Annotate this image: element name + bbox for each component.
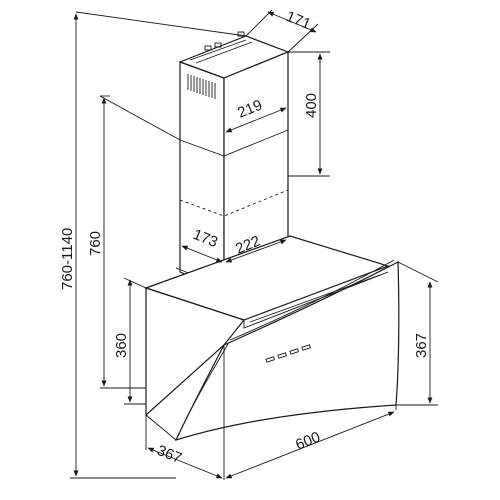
glass-left-edge — [177, 343, 229, 437]
dimension-lines — [70, 9, 439, 480]
control-button-3 — [289, 348, 299, 355]
chimney-joint-upper — [179, 129, 289, 157]
hood-body — [144, 235, 400, 441]
dim-label-400: 400 — [303, 93, 320, 118]
control-button-4 — [301, 344, 311, 351]
glass-top-edge — [229, 259, 395, 341]
dim-label-760-1140: 760-1140 — [59, 228, 76, 290]
chimney-vent-slots — [187, 74, 216, 99]
dim-label-600: 600 — [293, 429, 323, 454]
hood-top-inner — [249, 274, 381, 323]
dim-label-360: 360 — [113, 333, 130, 358]
hood-bottom-edge — [145, 414, 177, 441]
chimney-left-face — [179, 61, 225, 291]
dim-label-367-right: 367 — [413, 333, 430, 358]
control-button-1 — [265, 356, 275, 363]
control-buttons — [265, 344, 311, 363]
chimney-overlap-dashed — [179, 189, 289, 217]
chimney-top-vents — [189, 31, 253, 64]
dim-label-367-bottom: 367 — [155, 442, 185, 467]
control-button-2 — [277, 352, 287, 359]
hood-top-lip — [243, 271, 389, 329]
dim-label-760: 760 — [87, 231, 104, 256]
